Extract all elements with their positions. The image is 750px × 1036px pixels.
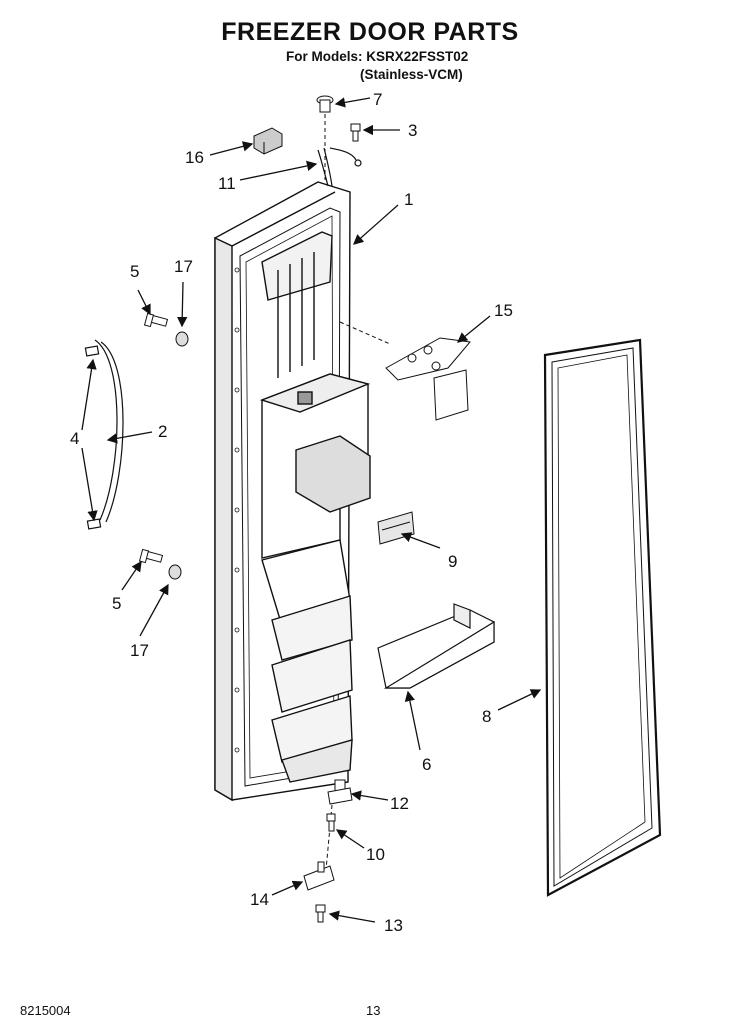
dispenser-pad [377, 511, 415, 545]
handle-plug-lower [168, 564, 182, 580]
handle-screw-lower [138, 548, 164, 564]
door-panel [214, 181, 371, 802]
callout-5-upper: 5 [130, 262, 139, 281]
callout-5-lower: 5 [112, 594, 121, 613]
dispenser-lever [385, 337, 471, 421]
callout-7: 7 [373, 90, 382, 109]
page-number: 13 [366, 1003, 381, 1018]
callout-4: 4 [70, 429, 79, 448]
callout-9: 9 [448, 552, 457, 571]
door-bin [377, 603, 495, 689]
lever-guide-line [339, 321, 391, 345]
callout-13: 13 [384, 916, 403, 935]
handle-screw-upper [143, 312, 169, 328]
page-title: FREEZER DOOR PARTS [221, 18, 519, 46]
callout-3: 3 [408, 121, 417, 140]
callout-17-upper: 17 [174, 257, 193, 276]
callout-2: 2 [158, 422, 167, 441]
wire-connector [253, 127, 283, 155]
callout-10: 10 [366, 845, 385, 864]
document-number: 8215004 [20, 1003, 71, 1018]
callout-12: 12 [390, 794, 409, 813]
callout-14: 14 [250, 890, 269, 909]
model-variant: (Stainless-VCM) [360, 67, 463, 82]
model-line: For Models: KSRX22FSST02 [286, 49, 469, 64]
callout-17-lower: 17 [130, 641, 149, 660]
callout-15: 15 [494, 301, 513, 320]
callout-11: 11 [218, 174, 236, 193]
callout-1: 1 [404, 190, 413, 209]
leader-lines [81, 97, 542, 923]
callout-6: 6 [422, 755, 431, 774]
top-screw [350, 123, 361, 142]
door-gasket [543, 338, 662, 897]
wire-harness [317, 147, 362, 187]
hinge-screw [326, 813, 336, 832]
callout-8: 8 [482, 707, 491, 726]
door-handle [84, 339, 124, 530]
hinge-bracket-screw [315, 904, 326, 923]
handle-plug-upper [175, 331, 189, 347]
callout-16: 16 [185, 148, 204, 167]
hinge-cap [316, 95, 334, 113]
bottom-hinge [303, 861, 335, 891]
